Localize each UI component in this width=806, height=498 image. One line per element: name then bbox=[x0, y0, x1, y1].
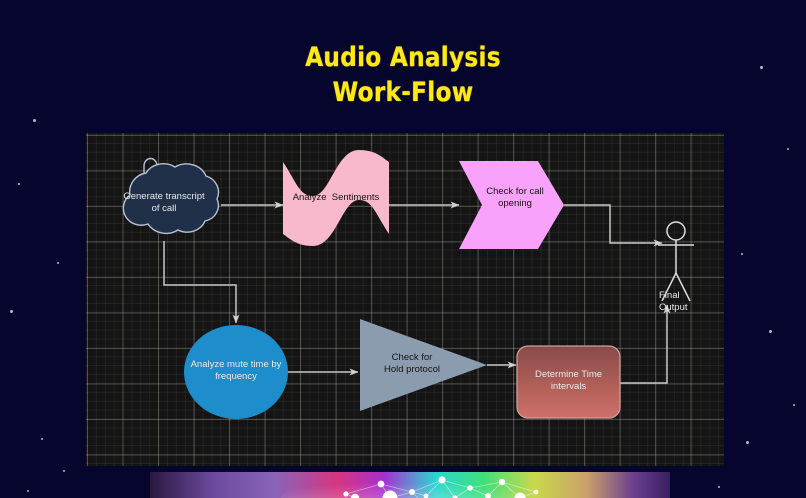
network-nodes bbox=[343, 476, 539, 498]
node-generate-transcript[interactable] bbox=[122, 157, 220, 235]
star bbox=[27, 490, 29, 492]
triangle-right-shape bbox=[360, 319, 487, 411]
cloud-shape bbox=[122, 163, 220, 235]
network-glow bbox=[280, 474, 520, 498]
diagram-canvas: Generate transcript of call Analyze Sent… bbox=[86, 133, 724, 466]
node-check-call-opening[interactable] bbox=[459, 161, 564, 249]
star bbox=[63, 470, 65, 472]
star bbox=[57, 262, 59, 264]
edge-transcript-to-mute-time bbox=[163, 241, 240, 324]
star bbox=[793, 404, 795, 406]
star bbox=[769, 330, 772, 333]
page-title: Audio Analysis Work-Flow bbox=[56, 40, 749, 110]
title-line-1: Audio Analysis bbox=[305, 42, 501, 73]
ellipse-shape bbox=[184, 325, 288, 419]
actor-leg-right bbox=[675, 272, 691, 302]
edge-call-opening-to-final-output bbox=[564, 204, 663, 247]
flowchart-svg bbox=[122, 150, 694, 419]
rounded-rectangle-shape bbox=[516, 345, 621, 419]
node-analyze-mute-time[interactable] bbox=[184, 325, 288, 419]
node-check-hold-protocol[interactable] bbox=[360, 319, 487, 411]
star bbox=[741, 253, 743, 255]
star bbox=[760, 66, 763, 69]
actor-head-icon bbox=[666, 221, 686, 241]
node-final-output[interactable] bbox=[658, 221, 694, 302]
star bbox=[18, 183, 20, 185]
star bbox=[41, 438, 43, 440]
star bbox=[718, 486, 720, 488]
star bbox=[787, 148, 789, 150]
wave-document-shape bbox=[283, 150, 389, 246]
star bbox=[10, 310, 13, 313]
node-analyze-sentiments[interactable] bbox=[283, 150, 389, 246]
title-line-2: Work-Flow bbox=[332, 77, 474, 108]
chevron-arrow-shape bbox=[459, 161, 564, 249]
edge-time-intervals-to-final-output bbox=[620, 304, 671, 384]
actor-leg-left bbox=[661, 272, 677, 302]
decorative-network-graphic bbox=[150, 472, 670, 498]
node-determine-time-intervals[interactable] bbox=[516, 345, 621, 419]
network-graphic-svg bbox=[150, 472, 670, 498]
star bbox=[33, 119, 36, 122]
star bbox=[746, 441, 749, 444]
